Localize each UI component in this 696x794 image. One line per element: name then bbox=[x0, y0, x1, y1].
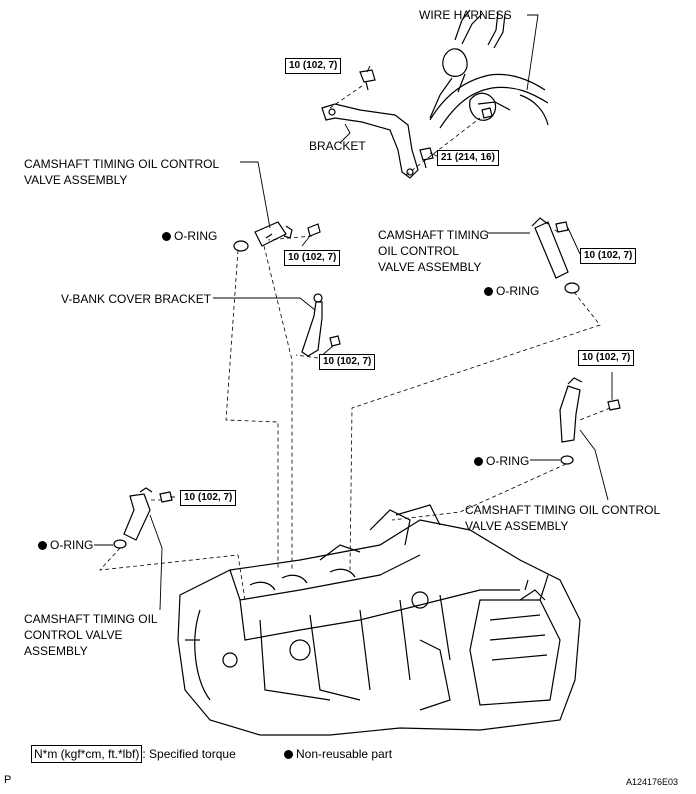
ocv-mid-right-drawing bbox=[559, 377, 621, 465]
wire-harness-drawing bbox=[429, 9, 549, 129]
label-ocv-top-right-3: VALVE ASSEMBLY bbox=[378, 260, 482, 274]
oring-label-top-left: O-RING bbox=[162, 229, 217, 243]
oring-label-mid-right: O-RING bbox=[474, 454, 529, 468]
label-ocv-mid-right-1: CAMSHAFT TIMING OIL CONTROL bbox=[465, 503, 661, 517]
legend-torque-unit: N*m (kgf*cm, ft.*lbf) bbox=[31, 745, 143, 763]
ocv-top-left-drawing bbox=[233, 221, 321, 252]
figure-id: A124176E03 bbox=[626, 777, 679, 787]
oring-label-bottom-left: O-RING bbox=[38, 538, 93, 552]
nonreusable-dot-icon bbox=[284, 750, 293, 759]
torque-bracket-lower: 21 (214, 16) bbox=[437, 150, 499, 166]
bolt-harness bbox=[481, 107, 493, 119]
nonreusable-dot-icon bbox=[484, 287, 493, 296]
torque-ocv-mid-right: 10 (102, 7) bbox=[578, 350, 635, 366]
nonreusable-dot-icon bbox=[474, 457, 483, 466]
label-ocv-bottom-left-1: CAMSHAFT TIMING OIL bbox=[24, 612, 158, 626]
legend-torque: N*m (kgf*cm, ft.*lbf): Specified torque bbox=[31, 745, 236, 763]
legend-torque-text: : Specified torque bbox=[142, 747, 236, 761]
label-ocv-top-left-1: CAMSHAFT TIMING OIL CONTROL bbox=[24, 157, 220, 171]
label-bracket: BRACKET bbox=[309, 139, 366, 153]
nonreusable-dot-icon bbox=[38, 541, 47, 550]
engine-drawing bbox=[177, 504, 581, 736]
torque-ocv-top-right: 10 (102, 7) bbox=[580, 248, 637, 264]
label-ocv-top-right-1: CAMSHAFT TIMING bbox=[378, 228, 489, 242]
label-vbank-bracket: V-BANK COVER BRACKET bbox=[61, 292, 212, 306]
vbank-bracket-drawing bbox=[301, 293, 341, 357]
nonreusable-dot-icon bbox=[162, 232, 171, 241]
label-ocv-bottom-left-3: ASSEMBLY bbox=[24, 644, 88, 658]
torque-ocv-top-left: 10 (102, 7) bbox=[284, 250, 341, 266]
oring-label-top-right: O-RING bbox=[484, 284, 539, 298]
label-ocv-top-left-2: VALVE ASSEMBLY bbox=[24, 173, 128, 187]
bracket-drawing bbox=[321, 103, 419, 179]
legend-nonreusable: Non-reusable part bbox=[284, 747, 392, 761]
label-ocv-mid-right-2: VALVE ASSEMBLY bbox=[465, 519, 569, 533]
torque-vbank-bracket: 10 (102, 7) bbox=[319, 354, 376, 370]
torque-ocv-bottom-left: 10 (102, 7) bbox=[180, 490, 237, 506]
bolt-bracket-lower bbox=[419, 147, 434, 169]
label-wire-harness: WIRE HARNESS bbox=[419, 8, 512, 22]
corner-label-left: P bbox=[4, 774, 12, 786]
label-ocv-bottom-left-2: CONTROL VALVE bbox=[24, 628, 123, 642]
label-ocv-top-right-2: OIL CONTROL bbox=[378, 244, 459, 258]
torque-bracket-top: 10 (102, 7) bbox=[285, 58, 342, 74]
ocv-bottom-left-drawing bbox=[113, 487, 173, 549]
ocv-top-right-drawing bbox=[531, 217, 580, 294]
bolt-top bbox=[359, 69, 376, 91]
